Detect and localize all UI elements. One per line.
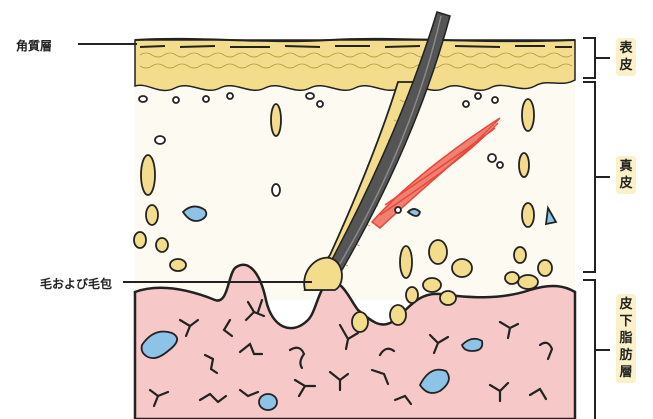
dermis-label-text: 真皮 [616,158,636,192]
label-character: 下 [616,313,636,330]
label-character: 真 [616,158,636,175]
subcutaneous-fat-label-text: 皮下脂肪層 [616,296,636,381]
label-character: 皮 [616,175,636,192]
layer-brackets [583,38,610,419]
epidermis-label: 表皮 [616,38,636,76]
label-character: 肪 [616,347,636,364]
label-character: 皮 [616,296,636,313]
subcutis-bracket [583,280,610,419]
subcutis-fat-cells [352,312,368,332]
subcutaneous-fat-label: 皮下脂肪層 [616,294,636,383]
dermis-bracket [583,82,610,272]
label-character: 層 [616,364,636,381]
label-character: 脂 [616,330,636,347]
label-character: 表 [616,40,636,57]
epidermis-bracket [583,38,610,78]
dermis-label: 真皮 [616,156,636,194]
epidermis-label-text: 表皮 [616,40,636,74]
label-character: 皮 [616,57,636,74]
stratum-corneum-label: 角質層 [16,37,52,54]
hair-follicle-label: 毛および毛包 [40,275,112,292]
